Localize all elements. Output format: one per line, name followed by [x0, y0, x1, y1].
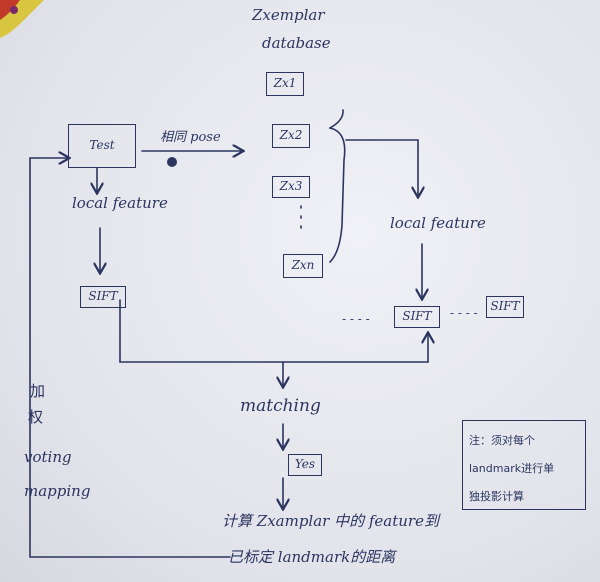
note-line3: 独投影计算: [469, 490, 524, 503]
exemplar-zx3: Zx3: [272, 176, 310, 198]
compute-line1: 计算 Zxamplar 中的 feature到: [222, 512, 439, 530]
weight-voting: voting: [24, 448, 72, 466]
note-box: 注：须对每个 landmark进行单 独投影计算: [462, 420, 586, 510]
matching-label: matching: [240, 396, 321, 416]
note-line1: 注：须对每个: [469, 434, 535, 447]
same-pose-label: 相同 pose: [160, 130, 221, 145]
local-feature-right: local feature: [390, 214, 486, 232]
exemplar-zx1: Zx1: [266, 72, 304, 96]
compute-line2: 已标定 landmark的距离: [228, 548, 396, 566]
corner-decoration: [0, 0, 44, 38]
exemplar-brace: [329, 127, 346, 263]
arrow-db-to-feature: [345, 139, 418, 196]
sift-middle: SIFT: [394, 306, 440, 328]
sift-right: SIFT: [486, 296, 524, 318]
note-line2: landmark进行单: [469, 462, 555, 475]
weight-char-2: 权: [28, 408, 44, 426]
test-label: Test: [89, 138, 115, 152]
yes-box: Yes: [288, 454, 322, 476]
test-box: Test: [68, 124, 136, 168]
exemplar-zxn: Zxn: [283, 254, 323, 278]
exemplar-zx2: Zx2: [272, 124, 310, 148]
db-title-line2: database: [262, 34, 331, 52]
weight-char-1: 加: [30, 382, 46, 400]
ink-blot: [167, 157, 177, 167]
local-feature-left: local feature: [72, 194, 168, 212]
ellipsis-left: - - - -: [342, 312, 370, 326]
feedback-loop: [29, 158, 231, 558]
db-title-line1: Zxemplar: [252, 6, 325, 24]
weight-mapping: mapping: [24, 482, 91, 500]
sift-left: SIFT: [80, 286, 126, 308]
ellipsis-right: - - - -: [450, 306, 478, 320]
